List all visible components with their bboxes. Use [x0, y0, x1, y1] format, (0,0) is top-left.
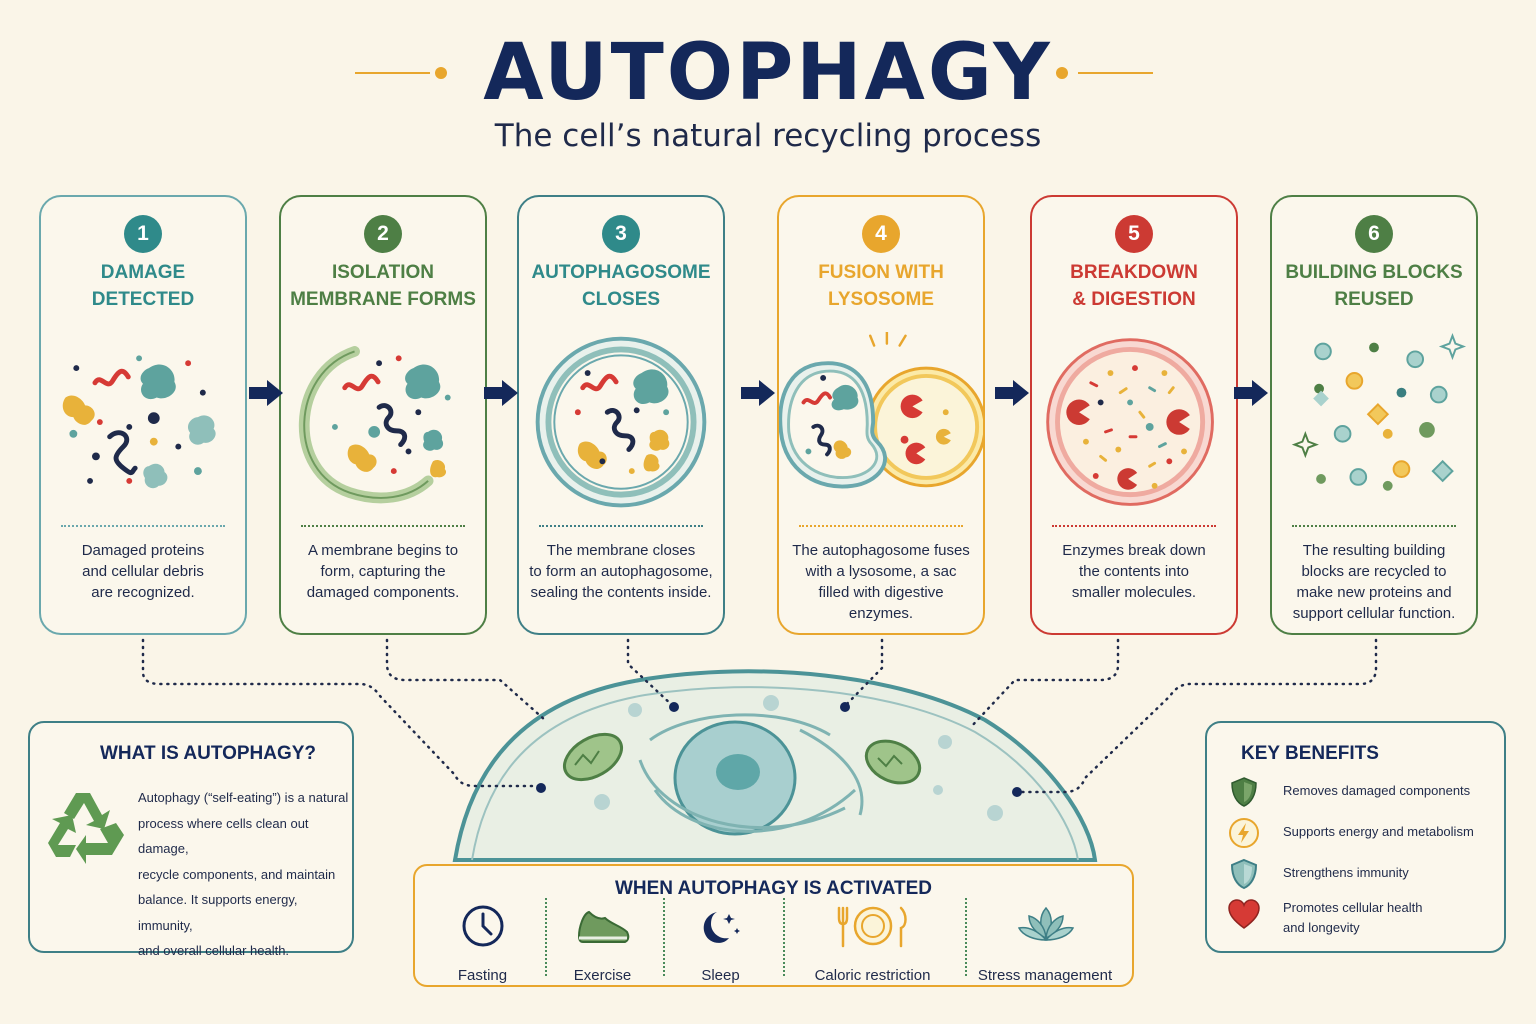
step-card-1: 1 DAMAGE DETECTED Damaged proteins and c…: [39, 195, 247, 635]
plate-icon: [837, 906, 907, 948]
step-number: 3: [602, 215, 640, 253]
trigger-stress-management: Stress management: [975, 904, 1115, 984]
step-card-4: 4 FUSION WITH LYSOSOME The autophagosome…: [777, 195, 985, 635]
step-card-5: 5 BREAKDOWN & DIGESTION Enzymes break do…: [1030, 195, 1238, 635]
step-title: BUILDING BLOCKS REUSED: [1285, 262, 1463, 310]
step-number: 5: [1115, 215, 1153, 253]
arrow-right-icon: [741, 380, 775, 406]
step-description: Damaged proteins and cellular debris are…: [81, 542, 205, 601]
trigger-caloric-restriction: Caloric restriction: [800, 904, 945, 984]
title-line-left: [355, 72, 430, 74]
step-divider: [301, 525, 465, 527]
benefit-item: Supports energy and metabolism: [1227, 816, 1497, 852]
moon-icon: [703, 912, 740, 943]
isolation-membrane-illustration: [298, 346, 451, 504]
panel-description: Autophagy (“self-eating”) is a natural p…: [138, 790, 349, 958]
step-number: 4: [862, 215, 900, 253]
step-divider: [1052, 525, 1216, 527]
panel-title: WHAT IS AUTOPHAGY?: [100, 743, 317, 764]
arrow-right-icon: [1234, 380, 1268, 406]
trigger-sleep: Sleep: [673, 904, 768, 984]
trigger-fasting: Fasting: [435, 904, 530, 984]
divider: [783, 898, 785, 976]
page-subtitle: The cell’s natural recycling process: [494, 118, 1042, 154]
panel-title: KEY BENEFITS: [1241, 743, 1379, 764]
step-number: 1: [124, 215, 162, 253]
digestion-illustration: [1046, 338, 1214, 506]
step-description: A membrane begins to form, capturing the…: [306, 542, 460, 601]
step-title: DAMAGE DETECTED: [91, 262, 195, 310]
step-title: AUTOPHAGOSOME CLOSES: [531, 262, 711, 310]
heart-icon: [1228, 899, 1260, 929]
key-benefits-panel: KEY BENEFITS Removes damaged components …: [1205, 721, 1506, 953]
shield-icon: [1230, 858, 1258, 890]
shield-icon: [1231, 777, 1257, 807]
recycle-icon: [48, 793, 124, 864]
step-number: 6: [1355, 215, 1393, 253]
step-divider: [61, 525, 225, 527]
damaged-debris-illustration: [62, 355, 216, 489]
step-description: Enzymes break down the contents into sma…: [1062, 542, 1206, 601]
step-description: The autophagosome fuses with a lysosome,…: [792, 542, 970, 622]
building-blocks-illustration: [1291, 332, 1467, 491]
what-is-autophagy-panel: WHAT IS AUTOPHAGY? Autophagy (“self-eati…: [28, 721, 354, 958]
divider: [965, 898, 967, 976]
lotus-icon: [1017, 906, 1075, 941]
shoe-icon: [577, 910, 630, 943]
step-card-2: 2 ISOLATION MEMBRANE FORMS A membrane be…: [279, 195, 487, 635]
arrow-right-icon: [484, 380, 518, 406]
title-dot-left: [435, 67, 447, 79]
benefit-item: Strengthens immunity: [1227, 857, 1497, 893]
title-dot-right: [1056, 67, 1068, 79]
autophagosome-illustration: [535, 336, 707, 508]
arrow-right-icon: [995, 380, 1029, 406]
divider: [663, 898, 665, 976]
connector-dots: [536, 702, 1022, 797]
step-divider: [539, 525, 703, 527]
step-number: 2: [364, 215, 402, 253]
step-title: FUSION WITH LYSOSOME: [818, 262, 944, 310]
panel-title: WHEN AUTOPHAGY IS ACTIVATED: [614, 878, 933, 899]
benefit-item: Removes damaged components: [1227, 775, 1497, 811]
step-card-6: 6 BUILDING BLOCKS REUSED The resulting b…: [1270, 195, 1478, 635]
activation-triggers-panel: WHEN AUTOPHAGY IS ACTIVATED Fasting Exer…: [413, 864, 1134, 987]
clock-icon: [462, 905, 504, 947]
trigger-exercise: Exercise: [555, 904, 650, 984]
step-title: BREAKDOWN & DIGESTION: [1070, 262, 1198, 310]
connector-lines: [141, 638, 1378, 794]
step-description: The resulting building blocks are recycl…: [1292, 542, 1456, 622]
step-title: ISOLATION MEMBRANE FORMS: [290, 262, 476, 310]
page-title: AUTOPHAGY: [483, 28, 1053, 118]
title-line-right: [1078, 72, 1153, 74]
benefit-item: Promotes cellular health and longevity: [1227, 898, 1497, 942]
lysosome-fusion-illustration: [779, 332, 983, 489]
arrow-right-icon: [249, 380, 283, 406]
step-divider: [1292, 525, 1456, 527]
step-description: The membrane closes to form an autophago…: [529, 542, 713, 601]
step-card-3: 3 AUTOPHAGOSOME CLOSES The membrane clos…: [517, 195, 725, 635]
divider: [545, 898, 547, 976]
cell-illustration: [452, 669, 1098, 862]
step-divider: [799, 525, 963, 527]
lightning-icon: [1229, 818, 1259, 848]
